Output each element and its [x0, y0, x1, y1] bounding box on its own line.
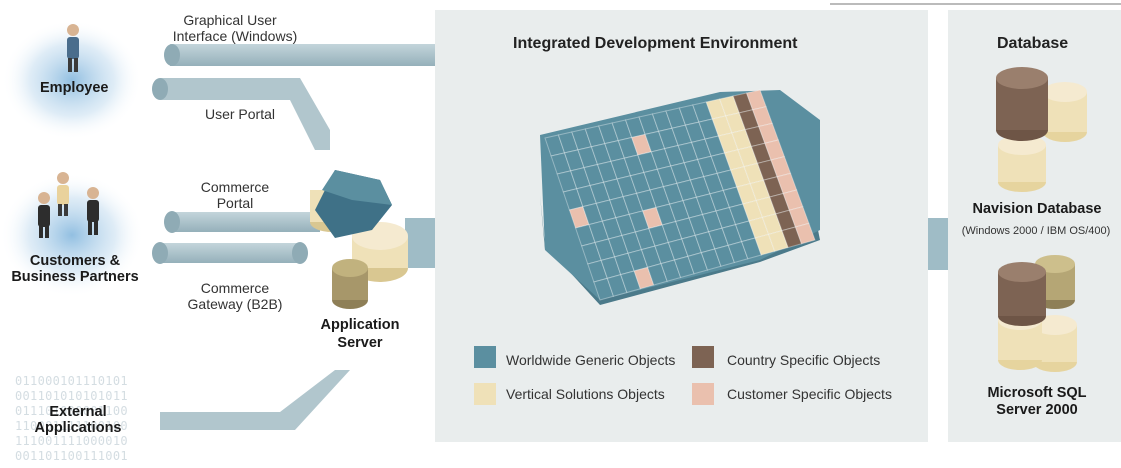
- binary-background: 011000101110101 001101010101011 01110100…: [15, 374, 128, 463]
- legend-swatch-country: [692, 346, 714, 368]
- commerce-portal-label-line1: Commerce: [200, 179, 270, 195]
- employee-label: Employee: [40, 80, 109, 96]
- external-label-line2: Applications: [34, 420, 122, 436]
- navision-label: Navision Database: [972, 201, 1102, 217]
- customers-figures: [38, 172, 99, 238]
- commerce-gateway-label-line2: Gateway (B2B): [187, 296, 283, 312]
- legend-vertical-label: Vertical Solutions Objects: [506, 386, 665, 402]
- legend-swatch-customer: [692, 383, 714, 405]
- external-label-line1: External: [49, 404, 107, 420]
- legend-generic-label: Worldwide Generic Objects: [506, 352, 676, 368]
- database-title: Database: [997, 35, 1069, 52]
- sql-label-line2: Server 2000: [996, 402, 1078, 418]
- commerce-gateway-label-line1: Commerce: [200, 280, 270, 296]
- app-server-label-line1: Application: [320, 317, 400, 333]
- app-server-label-line2: Server: [337, 335, 383, 351]
- employee-glow: [2, 20, 142, 140]
- customers-label-line1: Customers &: [29, 253, 121, 269]
- legend-country-label: Country Specific Objects: [727, 352, 881, 368]
- sql-label-line1: Microsoft SQL: [987, 385, 1087, 401]
- legend-swatch-vertical: [474, 383, 496, 405]
- connection-pipes: [152, 44, 948, 430]
- employee-figure: [67, 24, 79, 72]
- legend-swatches: [474, 346, 714, 405]
- customers-label-line2: Business Partners: [11, 269, 139, 285]
- legend-customer-label: Customer Specific Objects: [727, 386, 892, 402]
- sql-server-cylinders: [998, 255, 1077, 372]
- legend-swatch-generic: [474, 346, 496, 368]
- object-grid: [544, 89, 816, 301]
- commerce-portal-label-line2: Portal: [216, 195, 254, 211]
- navision-sub-label: (Windows 2000 / IBM OS/400): [961, 225, 1111, 237]
- object-cell: [794, 222, 816, 245]
- application-server-shape: [310, 170, 408, 309]
- ide-title: Integrated Development Environment: [513, 35, 798, 52]
- gui-label-line2: Interface (Windows): [172, 28, 298, 44]
- customers-glow: [0, 173, 144, 297]
- user-portal-label: User Portal: [204, 106, 276, 122]
- gui-label-line1: Graphical User: [183, 12, 277, 28]
- navision-db-cylinders: [996, 67, 1087, 192]
